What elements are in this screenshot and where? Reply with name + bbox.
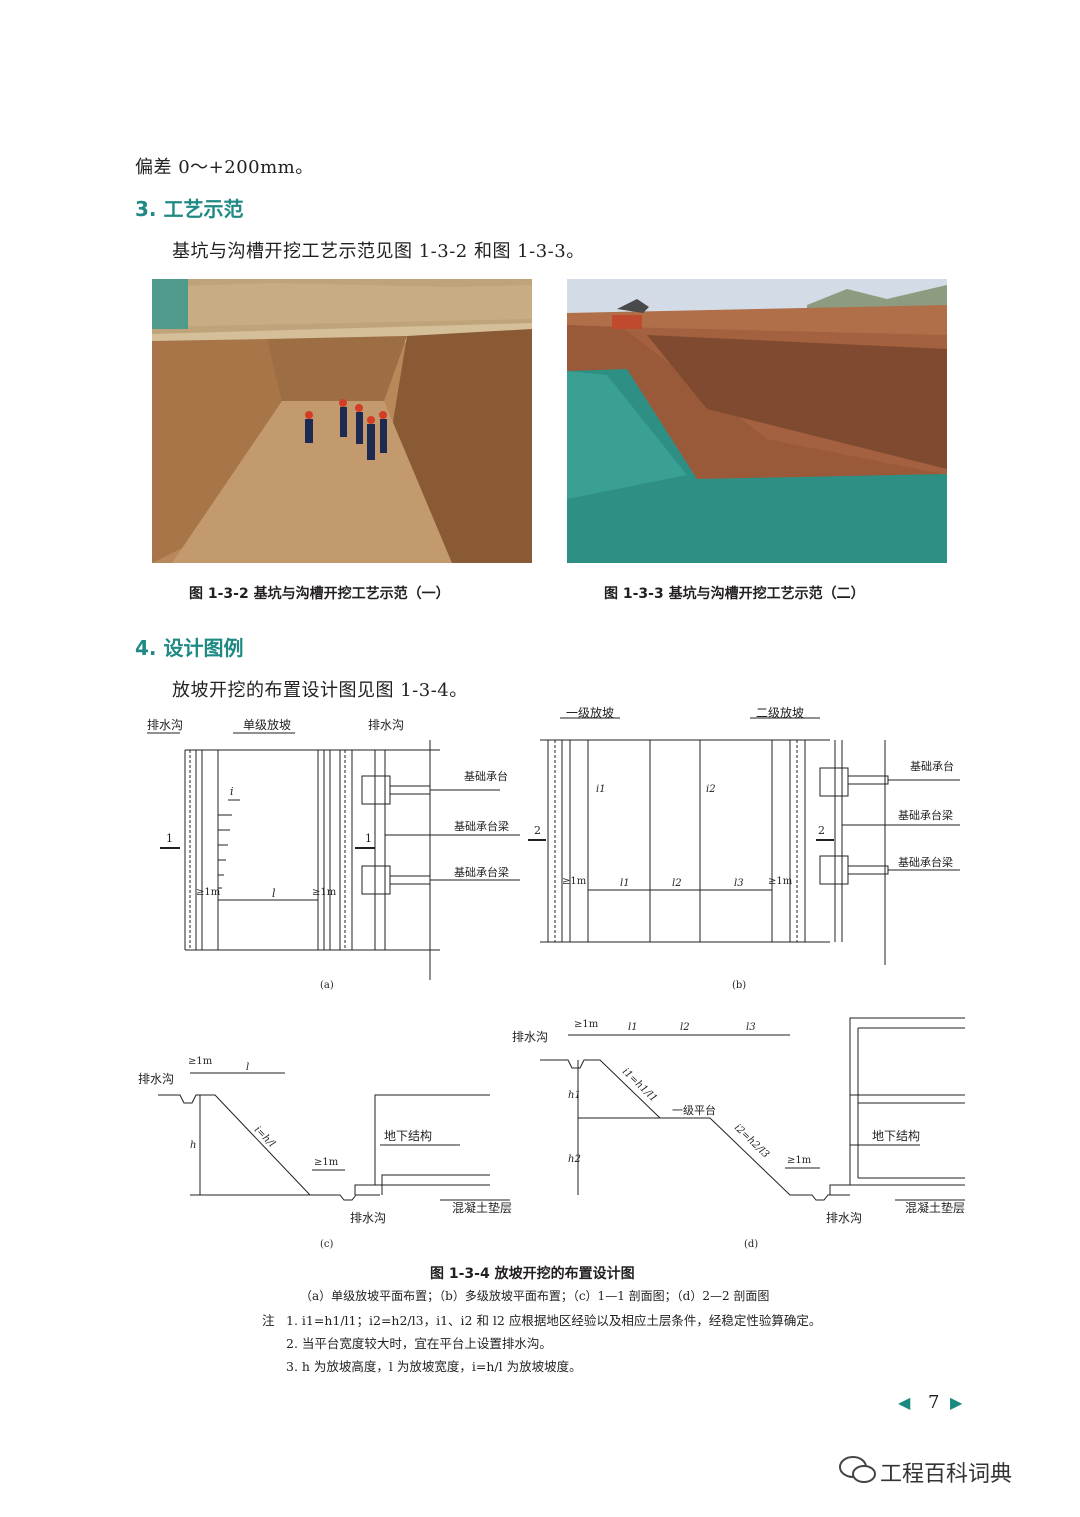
b-second-slope-label: 二级放坡 — [756, 705, 804, 720]
section-3-heading: 3. 工艺示范 — [135, 197, 244, 221]
a-section-mark-left: 1 — [166, 832, 173, 845]
b-beam-1-label: 基础承台梁 — [898, 808, 953, 822]
c-drain-top-label: 排水沟 — [138, 1072, 174, 1086]
b-sub-label: (b) — [732, 980, 746, 991]
figure-title: 图 1-3-4 放坡开挖的布置设计图 — [430, 1266, 635, 1282]
b-slope-i1-label: i1 — [596, 784, 606, 795]
c-underground-label: 地下结构 — [384, 1128, 432, 1143]
section-4-paragraph: 放坡开挖的布置设计图见图 1-3-4。 — [172, 680, 468, 701]
d-gap-bottom-label: ≥1m — [787, 1155, 812, 1166]
a-width-l-label: l — [272, 887, 276, 900]
notes-label: 注 — [262, 1313, 275, 1328]
c-height-h-label: h — [190, 1140, 196, 1151]
c-width-l-label: l — [246, 1062, 249, 1073]
b-width-l2-label: l2 — [672, 878, 682, 889]
section-3-paragraph: 基坑与沟槽开挖工艺示范见图 1-3-2 和图 1-3-3。 — [172, 241, 585, 262]
a-drain-left-label: 排水沟 — [147, 718, 183, 732]
a-cap-label: 基础承台 — [464, 769, 508, 783]
b-gap-left-label: ≥1m — [562, 876, 587, 887]
b-slope-i2-label: i2 — [706, 784, 716, 795]
figure-subtitle: （a）单级放坡平面布置；（b）多级放坡平面布置；（c）1—1 剖面图；（d）2—… — [300, 1289, 770, 1303]
c-drain-bottom-label: 排水沟 — [350, 1211, 386, 1225]
b-section-mark-right: 2 — [818, 824, 825, 837]
d-platform-label: 一级平台 — [672, 1103, 716, 1117]
a-gap-right-label: ≥1m — [312, 887, 337, 898]
a-single-slope-label: 单级放坡 — [243, 717, 291, 732]
page-number: 7 — [928, 1392, 940, 1413]
b-width-l1-label: l1 — [620, 878, 630, 889]
a-beam-1-label: 基础承台梁 — [454, 819, 509, 833]
c-gap-top-label: ≥1m — [188, 1056, 213, 1067]
next-page-icon[interactable]: ▶ — [950, 1393, 963, 1412]
a-slope-i-label: i — [230, 785, 234, 798]
b-cap-label: 基础承台 — [910, 759, 954, 773]
a-sub-label: (a) — [320, 980, 334, 991]
section-4-heading: 4. 设计图例 — [135, 636, 244, 660]
d-sub-label: (d) — [744, 1239, 758, 1250]
d-gap-top-label: ≥1m — [574, 1019, 599, 1030]
prev-page-icon[interactable]: ◀ — [898, 1393, 911, 1412]
excavation-photo-2 — [567, 279, 947, 563]
wechat-icon — [838, 1455, 878, 1489]
note-1: 1. i1=h1/l1；i2=h2/l3，i1、i2 和 l2 应根据地区经验以… — [286, 1313, 822, 1328]
d-drain-top-label: 排水沟 — [512, 1030, 548, 1044]
d-width-l1-label: l1 — [628, 1022, 638, 1033]
c-cushion-label: 混凝土垫层 — [452, 1200, 512, 1215]
b-section-mark-left: 2 — [534, 824, 541, 837]
excavation-photo-1 — [152, 279, 532, 563]
d-slope-2-label: i2=h2/l3 — [732, 1122, 771, 1160]
d-width-l2-label: l2 — [680, 1022, 690, 1033]
watermark-text: 工程百科词典 — [880, 1462, 1013, 1487]
b-width-l3-label: l3 — [734, 878, 744, 889]
d-width-l3-label: l3 — [746, 1022, 756, 1033]
d-height-h2-label: h2 — [568, 1154, 581, 1165]
photo-2-caption: 图 1-3-3 基坑与沟槽开挖工艺示范（二） — [604, 586, 865, 602]
a-beam-2-label: 基础承台梁 — [454, 865, 509, 879]
b-beam-2-label: 基础承台梁 — [898, 855, 953, 869]
d-cushion-label: 混凝土垫层 — [905, 1200, 965, 1215]
intro-line: 偏差 0～+200mm。 — [135, 157, 314, 178]
photo-1-caption: 图 1-3-2 基坑与沟槽开挖工艺示范（一） — [189, 586, 450, 602]
c-sub-label: (c) — [320, 1239, 334, 1250]
a-gap-left-label: ≥1m — [196, 887, 221, 898]
b-gap-right-label: ≥1m — [768, 876, 793, 887]
a-section-mark-right: 1 — [365, 832, 372, 845]
b-first-slope-label: 一级放坡 — [566, 705, 614, 720]
note-3: 3. h 为放坡高度，l 为放坡宽度，i=h/l 为放坡坡度。 — [286, 1359, 582, 1374]
note-2: 2. 当平台宽度较大时，宜在平台上设置排水沟。 — [286, 1336, 552, 1351]
d-drain-bottom-label: 排水沟 — [826, 1211, 862, 1225]
d-height-h1-label: h1 — [568, 1090, 581, 1101]
d-underground-label: 地下结构 — [872, 1128, 920, 1143]
c-gap-bottom-label: ≥1m — [314, 1157, 339, 1168]
a-drain-right-label: 排水沟 — [368, 718, 404, 732]
